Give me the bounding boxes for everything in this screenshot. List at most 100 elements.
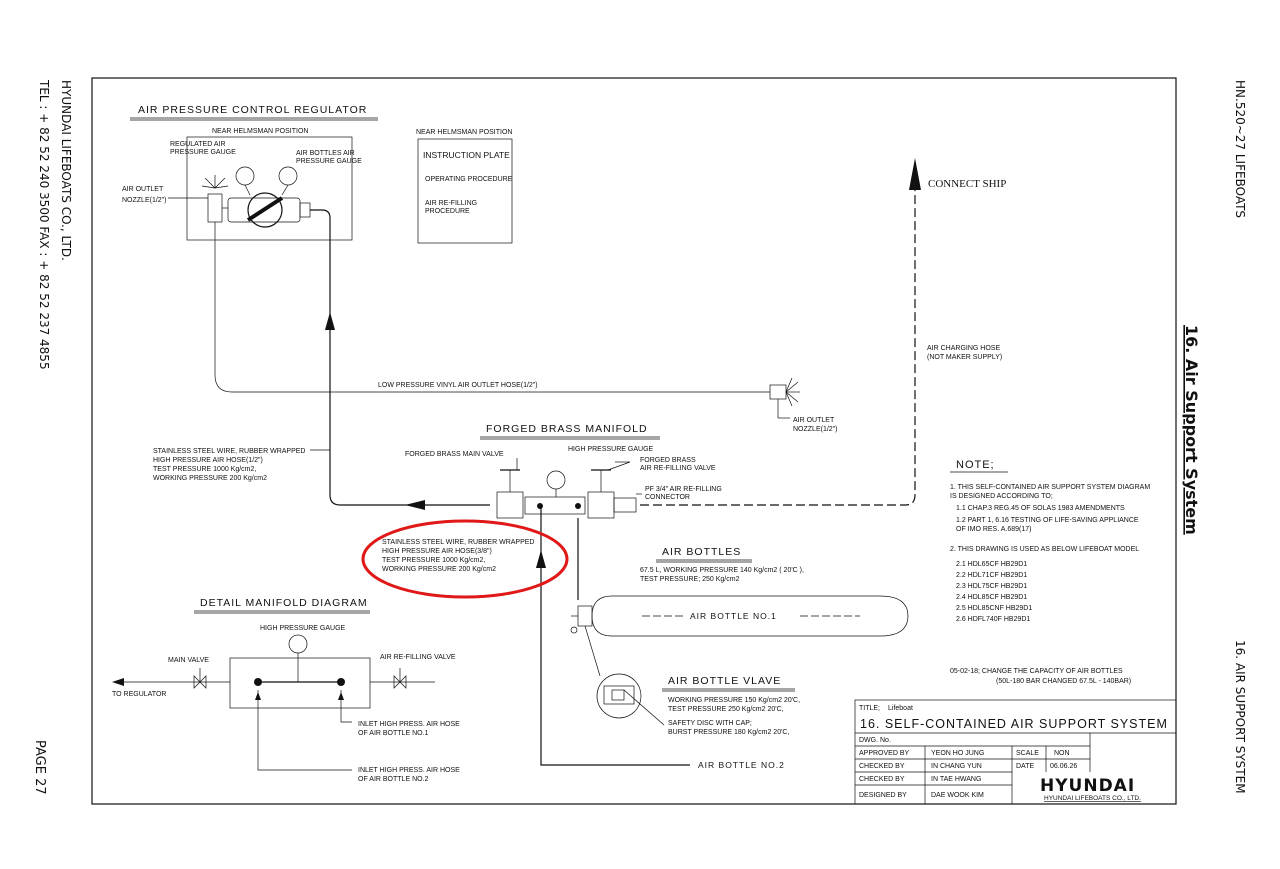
detail-main-valve-label: MAIN VALVE bbox=[168, 657, 209, 664]
bottles-gauge-label: AIR BOTTLES AIR bbox=[296, 150, 355, 157]
right-margin: HN.520~27 LIFEBOATS 16. Air Support Syst… bbox=[1182, 80, 1247, 794]
detail-gauge-icon bbox=[288, 634, 308, 654]
connect-ship-label: CONNECT SHIP bbox=[928, 178, 1006, 190]
hose-circled-line1: STAINLESS STEEL WIRE, RUBBER WRAPPED bbox=[382, 539, 534, 546]
detail-refill-valve-icon bbox=[393, 675, 407, 689]
outlet-nozzle-label-2: NOZZLE(1/2") bbox=[122, 197, 167, 204]
manifold-connector-label: PF 3/4" AIR RE-FILLING bbox=[645, 486, 722, 493]
low-pressure-hose-label: LOW PRESSURE VINYL AIR OUTLET HOSE(1/2") bbox=[378, 382, 538, 389]
hose-left-line2: HIGH PRESSURE AIR HOSE(1/2") bbox=[153, 457, 263, 464]
piping bbox=[214, 158, 921, 766]
approved-name: YEON HO JUNG bbox=[931, 750, 984, 757]
detail-manifold-block bbox=[229, 657, 371, 709]
red-highlight-circle bbox=[361, 519, 569, 599]
note-line: 1. THIS SELF-CONTAINED AIR SUPPORT SYSTE… bbox=[950, 484, 1150, 491]
note-line: 1.2 PART 1, 6.16 TESTING OF LIFE-SAVING … bbox=[956, 517, 1139, 524]
note-line: 2.5 HDL85CNF HB29D1 bbox=[956, 605, 1032, 612]
hose-circled-line3: TEST PRESSURE 1000 Kg/cm2, bbox=[382, 557, 485, 564]
instruction-plate: NEAR HELMSMAN POSITION INSTRUCTION PLATE… bbox=[416, 129, 513, 244]
scale-value: NON bbox=[1054, 750, 1070, 757]
manifold-main-valve-label: FORGED BRASS MAIN VALVE bbox=[405, 451, 504, 458]
date-value: 06.06.26 bbox=[1050, 763, 1077, 770]
approved-role: APPROVED BY bbox=[859, 750, 910, 757]
outlet-nozzle-label: AIR OUTLET bbox=[122, 186, 164, 193]
hose-circled-line2: HIGH PRESSURE AIR HOSE(3/8") bbox=[382, 548, 492, 555]
checked-name-2: IN TAE HWANG bbox=[931, 776, 981, 783]
detail-inlet1-line1: INLET HIGH PRESS. AIR HOSE bbox=[358, 721, 460, 728]
section-footer: 16. AIR SUPPORT SYSTEM bbox=[1233, 640, 1247, 794]
detail-inlet2-line1: INLET HIGH PRESS. AIR HOSE bbox=[358, 767, 460, 774]
checked-name-1: IN CHANG YUN bbox=[931, 763, 982, 770]
bottle-valve-section: AIR BOTTLE VLAVE WORKING PRESSURE 150 Kg… bbox=[596, 673, 800, 736]
bottle-valve-line1: WORKING PRESSURE 150 Kg/cm2 20'C, bbox=[668, 697, 800, 704]
note-line: 2.1 HDL65CF HB29D1 bbox=[956, 561, 1027, 568]
detail-title: DETAIL MANIFOLD DIAGRAM bbox=[200, 597, 368, 609]
charging-hose-label: AIR CHARGING HOSE bbox=[927, 345, 1000, 352]
bottles-gauge-label-2: PRESSURE GAUGE bbox=[296, 158, 362, 165]
detail-section: DETAIL MANIFOLD DIAGRAM HIGH PRESSURE GA… bbox=[112, 597, 460, 783]
title-block: TITLE; Lifeboat 16. SELF-CONTAINED AIR S… bbox=[854, 699, 1177, 805]
bottle-valve-line2: TEST PRESSURE 250 Kg/cm2 20'C, bbox=[668, 706, 784, 713]
instruction-title: INSTRUCTION PLATE bbox=[423, 150, 510, 160]
detail-inlet1-line2: OF AIR BOTTLE NO.1 bbox=[358, 730, 429, 737]
bottle-valve-line3: SAFETY DISC WITH CAP; bbox=[668, 720, 752, 727]
air-bottles-spec1: 67.5 L, WORKING PRESSURE 140 Kg/cm2 ( 20… bbox=[640, 567, 804, 574]
bottle-valve-line4: BURST PRESSURE 180 Kg/cm2 20'C, bbox=[668, 729, 789, 736]
outlet-nozzle-2-label-2: NOZZLE(1/2") bbox=[793, 426, 838, 433]
detail-refill-valve-label: AIR RE-FILLING VALVE bbox=[380, 654, 456, 661]
scale-label: SCALE bbox=[1016, 750, 1039, 757]
checked-role-2: CHECKED BY bbox=[859, 776, 905, 783]
designed-role: DESIGNED BY bbox=[859, 792, 907, 799]
note-revision-2: (50L-180 BAR CHANGED 67.5L - 140BAR) bbox=[996, 678, 1131, 685]
hyundai-logo: HYUNDAI bbox=[1040, 776, 1135, 796]
hyundai-logo-sub: HYUNDAI LIFEBOATS CO., LTD. bbox=[1044, 795, 1141, 802]
title-label: TITLE; bbox=[859, 705, 880, 712]
instruction-line2: AIR RE-FILLING bbox=[425, 200, 477, 207]
note-line: IS DESIGNED ACCORDING TO; bbox=[950, 493, 1053, 500]
title-value: Lifeboat bbox=[888, 705, 913, 712]
instruction-line1: OPERATING PROCEDURE bbox=[425, 176, 513, 183]
note-title: NOTE; bbox=[956, 459, 995, 471]
charging-hose-label-2: (NOT MAKER SUPPLY) bbox=[927, 354, 1002, 361]
air-bottles-section: AIR BOTTLES 67.5 L, WORKING PRESSURE 140… bbox=[570, 546, 909, 770]
regulator-section: AIR PRESSURE CONTROL REGULATOR NEAR HELM… bbox=[122, 104, 378, 241]
note-line: OF IMO RES. A.689(17) bbox=[956, 526, 1031, 533]
regulator-title: AIR PRESSURE CONTROL REGULATOR bbox=[138, 104, 367, 116]
company-contact: TEL : + 82 52 240 3500 FAX : + 82 52 237… bbox=[37, 79, 51, 370]
outlet-nozzle-2-label: AIR OUTLET bbox=[793, 417, 835, 424]
page-number: PAGE 27 bbox=[32, 740, 47, 795]
hose-left-line4: WORKING PRESSURE 200 Kg/cm2 bbox=[153, 475, 267, 482]
hose-circled-line4: WORKING PRESSURE 200 Kg/cm2 bbox=[382, 566, 496, 573]
date-label: DATE bbox=[1016, 763, 1034, 770]
regulator-box bbox=[186, 136, 353, 241]
detail-gauge-label: HIGH PRESSURE GAUGE bbox=[260, 625, 346, 632]
manifold-section: FORGED BRASS MANIFOLD FORGED BRASS MAIN … bbox=[405, 423, 722, 519]
regulated-gauge-label: REGULATED AIR bbox=[170, 141, 226, 148]
checked-role-1: CHECKED BY bbox=[859, 763, 905, 770]
bottle-valve-detail-icon bbox=[596, 673, 642, 719]
note-line: 2. THIS DRAWING IS USED AS BELOW LIFEBOA… bbox=[950, 546, 1139, 553]
regulated-gauge-label-2: PRESSURE GAUGE bbox=[170, 149, 236, 156]
designed-name: DAE WOOK KIM bbox=[931, 792, 984, 799]
drawing-frame bbox=[91, 77, 1177, 805]
hose-left-line3: TEST PRESSURE 1000 Kg/cm2, bbox=[153, 466, 256, 473]
dwg-label: DWG. No. bbox=[859, 737, 891, 744]
outlet-nozzle-icon bbox=[769, 377, 800, 419]
note-revision: 05-02-18; CHANGE THE CAPACITY OF AIR BOT… bbox=[950, 668, 1123, 675]
detail-main-valve-icon bbox=[193, 675, 207, 689]
hose-left-spec: STAINLESS STEEL WIRE, RUBBER WRAPPED HIG… bbox=[153, 448, 330, 482]
manifold-device-icon bbox=[496, 458, 642, 519]
note-line: 2.2 HDL71CF HB29D1 bbox=[956, 572, 1027, 579]
air-bottle-1-label: AIR BOTTLE NO.1 bbox=[690, 611, 777, 621]
air-bottles-title: AIR BOTTLES bbox=[662, 546, 741, 558]
document-id: HN.520~27 LIFEBOATS bbox=[1233, 80, 1247, 218]
section-title: 16. Air Support System bbox=[1182, 325, 1201, 535]
regulator-position: NEAR HELMSMAN POSITION bbox=[212, 128, 308, 135]
manifold-title: FORGED BRASS MANIFOLD bbox=[486, 423, 648, 435]
title-main: 16. SELF-CONTAINED AIR SUPPORT SYSTEM bbox=[860, 717, 1168, 731]
manifold-refill-label-2: AIR RE-FILLING VALVE bbox=[640, 465, 716, 472]
note-line: 2.6 HDFL740F HB29D1 bbox=[956, 616, 1030, 623]
detail-inlet2-line2: OF AIR BOTTLE NO.2 bbox=[358, 776, 429, 783]
air-bottle-1-icon bbox=[570, 595, 909, 677]
